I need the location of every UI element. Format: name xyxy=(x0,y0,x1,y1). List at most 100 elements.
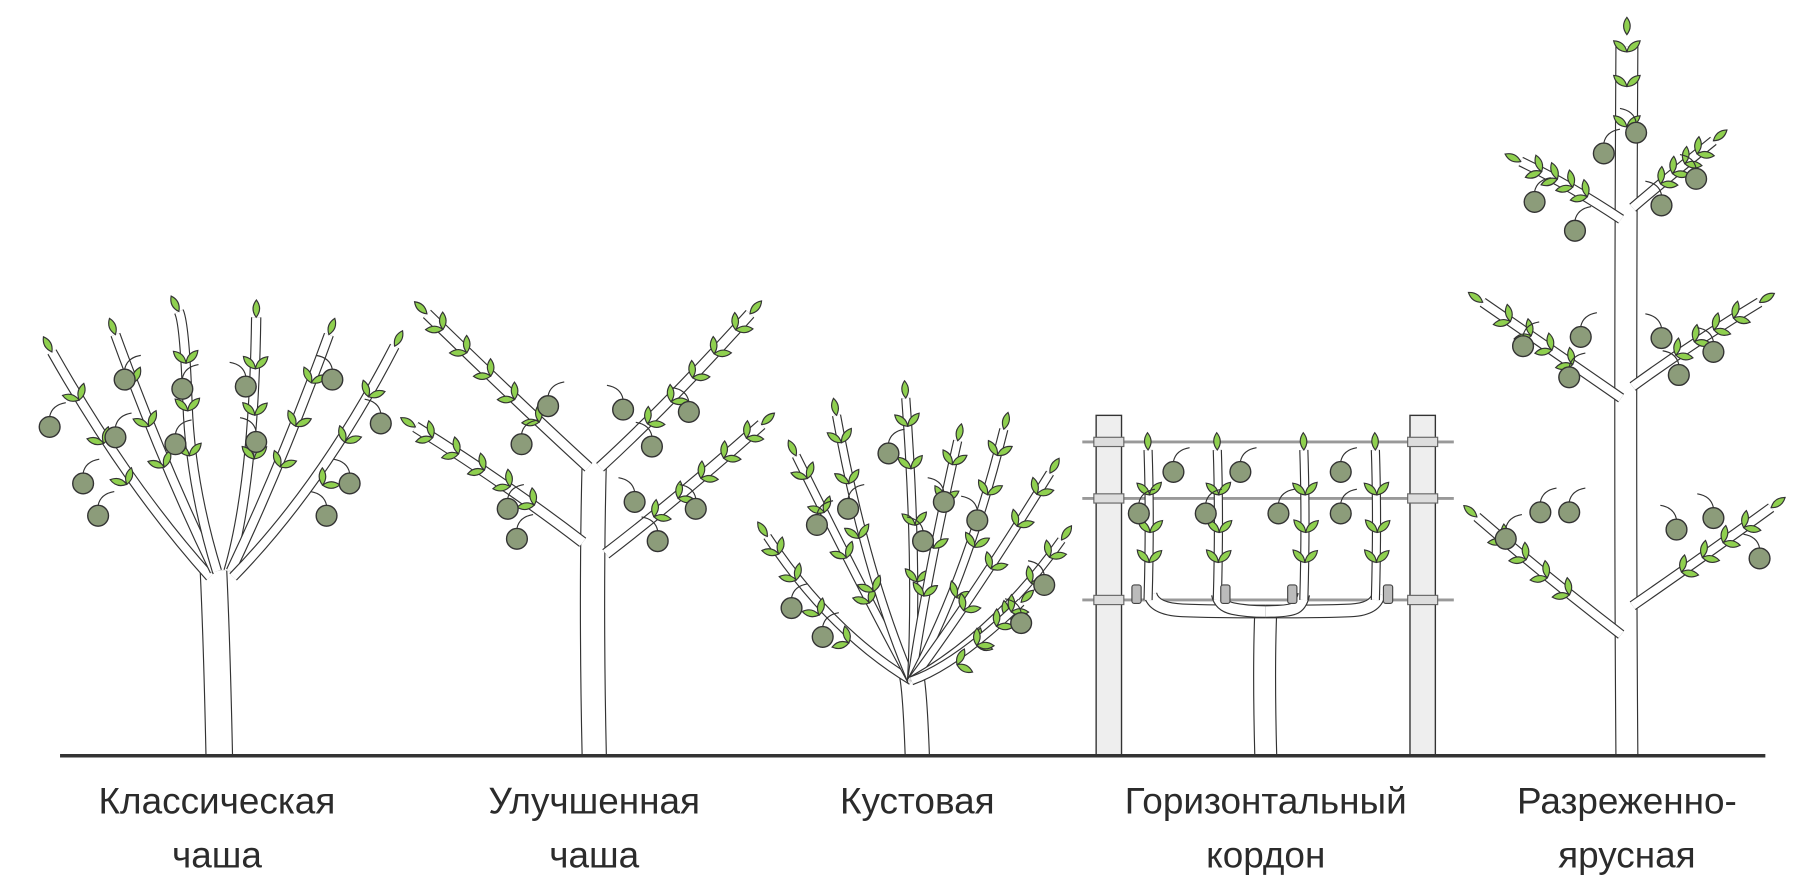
leaf-icon xyxy=(187,397,201,412)
leaf-icon xyxy=(426,419,435,439)
fruit-icon xyxy=(1529,501,1552,524)
leaf-icon xyxy=(294,417,313,428)
tree-improved-bowl xyxy=(399,300,776,757)
leaf-icon xyxy=(1504,303,1513,323)
leaf-icon xyxy=(486,357,495,378)
fruit-stem xyxy=(1743,533,1761,549)
leaf-icon xyxy=(688,359,697,379)
leaf-icon xyxy=(757,521,768,538)
leaf-icon xyxy=(414,435,434,444)
label-line: Улучшенная xyxy=(488,780,700,821)
leaf-icon xyxy=(77,382,86,401)
fruit-icon xyxy=(1162,460,1185,483)
fruit-icon xyxy=(113,368,136,391)
leaf-icon xyxy=(147,459,166,469)
fruit-stem xyxy=(1619,107,1637,123)
leaf-icon xyxy=(303,366,313,384)
leaf-icon xyxy=(989,562,1009,571)
leaf-icon xyxy=(816,597,825,616)
fruit-stem xyxy=(1574,205,1592,221)
leaf-icon xyxy=(984,550,993,570)
fruit-stem xyxy=(927,477,945,492)
leaf-icon xyxy=(1363,549,1378,564)
fruit-icon xyxy=(1667,363,1690,387)
leaf-icon xyxy=(1683,160,1703,169)
leaf-icon xyxy=(1205,482,1220,496)
leaf-icon xyxy=(1525,317,1534,337)
branch xyxy=(1371,449,1380,601)
leaf-icon xyxy=(188,442,202,457)
leaf-icon xyxy=(1376,519,1391,534)
leaf-icon xyxy=(1030,476,1039,496)
fruit-stem xyxy=(124,354,141,370)
fruit-stem xyxy=(547,381,565,396)
fruit-stem xyxy=(239,417,257,432)
fruit-stem xyxy=(1645,180,1663,196)
fruit-stem xyxy=(82,458,100,474)
label-classic-bowl: Классическая чаша xyxy=(99,780,336,875)
leaf-icon xyxy=(1213,431,1221,451)
leaf-icon xyxy=(986,485,1004,496)
fruit-stem xyxy=(1004,598,1022,613)
leaf-icon xyxy=(279,459,298,469)
fruit-stem xyxy=(1662,350,1680,365)
leaf-icon xyxy=(1375,549,1390,564)
leaf-icon xyxy=(1529,575,1549,583)
fruit-icon xyxy=(640,435,664,458)
fruit-icon xyxy=(1702,340,1725,363)
leaf-icon xyxy=(1770,496,1786,509)
label-line: кордон xyxy=(1206,835,1325,876)
fruit-icon xyxy=(510,433,533,456)
trellis-post xyxy=(1095,414,1123,757)
leaf-icon xyxy=(1025,565,1034,585)
leaf-icon xyxy=(1564,576,1573,596)
leaf-icon xyxy=(1521,541,1530,561)
leaf-icon xyxy=(651,498,659,518)
fruit-icon xyxy=(1665,518,1688,541)
leaf-icon xyxy=(778,574,798,583)
leaf-icon xyxy=(413,301,428,315)
fruit-icon xyxy=(87,504,110,527)
leaf-icon xyxy=(964,531,976,548)
tie-clip xyxy=(1131,584,1142,605)
trellis-post xyxy=(1409,414,1437,757)
leaf-icon xyxy=(644,405,652,425)
leaf-icon xyxy=(1035,488,1055,497)
leaf-icon xyxy=(1534,154,1544,173)
branch xyxy=(1630,298,1762,390)
fruit-icon xyxy=(338,472,361,495)
leaf-icon xyxy=(1048,551,1068,560)
fruit-icon xyxy=(1494,527,1517,550)
fruit-icon xyxy=(966,509,989,532)
fruit-stem xyxy=(49,402,66,417)
fruit-stem xyxy=(1539,487,1557,503)
label-line: Классическая xyxy=(99,780,336,821)
leaf-icon xyxy=(831,640,850,650)
label-line: чаша xyxy=(549,835,639,876)
fruit-icon xyxy=(537,395,560,418)
fruit-stem xyxy=(887,428,905,444)
tie-clip xyxy=(1287,584,1298,605)
leaf-icon xyxy=(318,466,327,487)
leaf-icon xyxy=(856,583,875,593)
fruit-icon xyxy=(1558,501,1581,524)
leaf-icon xyxy=(776,536,785,555)
leaf-icon xyxy=(61,393,81,402)
leaf-icon xyxy=(1049,457,1060,474)
leaf-icon xyxy=(1669,155,1678,175)
leaf-icon xyxy=(1696,150,1716,159)
fruit-stem xyxy=(181,364,199,379)
fruit-stem xyxy=(1697,327,1714,342)
fruit-icon xyxy=(321,368,344,391)
leaf-icon xyxy=(1043,539,1052,559)
leaf-icon xyxy=(1304,549,1319,564)
leaf-icon xyxy=(743,419,751,439)
branch xyxy=(1254,611,1277,757)
leaf-icon xyxy=(462,334,471,354)
leaf-icon xyxy=(987,439,999,457)
leaf-icon xyxy=(731,311,740,331)
leaf-icon xyxy=(1626,74,1641,88)
leaf-icon xyxy=(713,349,733,358)
leaf-icon xyxy=(829,550,848,560)
leaf-icon xyxy=(254,356,269,370)
